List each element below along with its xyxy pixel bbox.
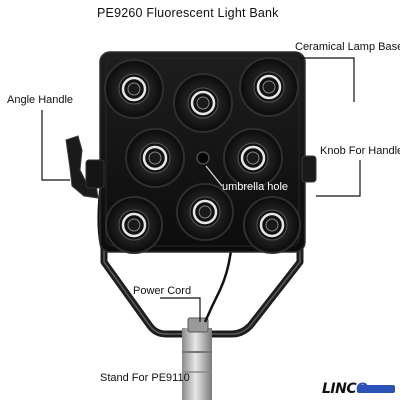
lamp-socket bbox=[243, 196, 301, 254]
callout-stand: Stand For PE9110 bbox=[100, 372, 190, 384]
callout-angle-handle: Angle Handle bbox=[7, 94, 74, 106]
brand-logo-accent: O bbox=[356, 381, 368, 397]
callout-power-cord: Power Cord bbox=[133, 285, 192, 297]
callout-lines bbox=[41, 57, 361, 322]
lamp-socket bbox=[173, 73, 233, 133]
lamp-socket bbox=[104, 59, 164, 119]
brand-logo-text: LINC bbox=[322, 381, 357, 397]
page-title: PE9260 Fluorescent Light Bank bbox=[97, 6, 279, 20]
knob-for-handle bbox=[301, 155, 317, 183]
umbrella-hole bbox=[196, 151, 210, 165]
callout-ceramical-lamp-base: Ceramical Lamp Base bbox=[295, 41, 400, 53]
lamp-socket bbox=[223, 128, 283, 188]
lamp-socket bbox=[125, 128, 185, 188]
lamp-socket bbox=[239, 57, 299, 117]
lamp-socket bbox=[105, 196, 163, 254]
angle-handle bbox=[65, 135, 105, 199]
brand-logo-bar bbox=[357, 385, 395, 393]
brand-logo: LINCO bbox=[322, 381, 368, 397]
stand-pole bbox=[182, 317, 212, 400]
callout-umbrella-hole: umbrella hole bbox=[222, 181, 289, 193]
lamp-socket bbox=[176, 183, 234, 241]
callout-knob-for-handle: Knob For Handle bbox=[320, 145, 400, 157]
lamp-sockets bbox=[104, 57, 301, 254]
